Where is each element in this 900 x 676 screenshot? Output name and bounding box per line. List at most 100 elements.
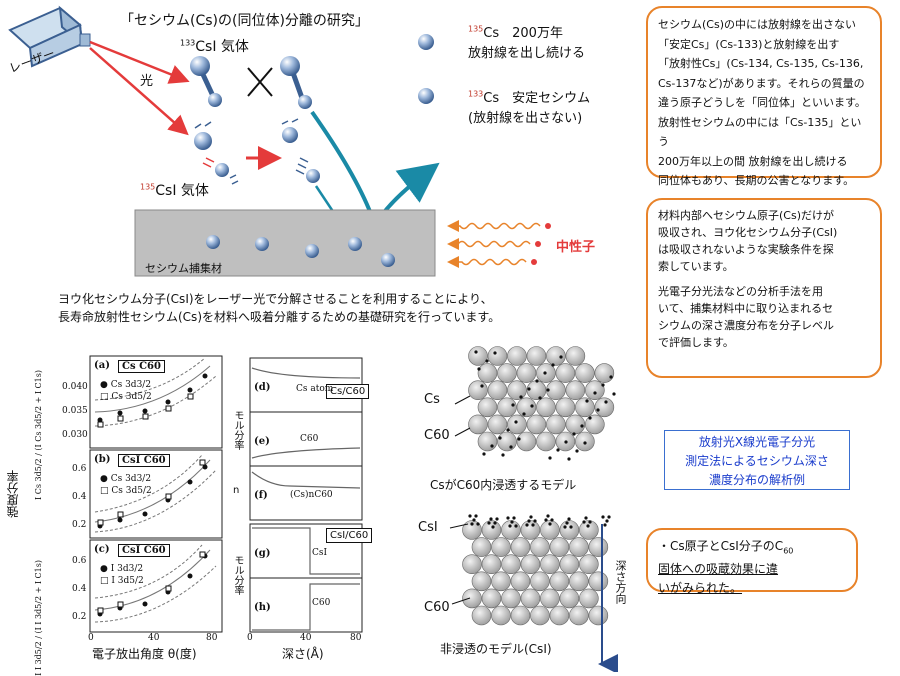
atom-dot: [477, 367, 481, 371]
panel-id: (a): [94, 360, 110, 371]
panel-id: (g): [254, 548, 271, 559]
c60-molecule: [477, 363, 498, 383]
panel-title: CsI C60: [118, 454, 170, 467]
c60-molecule: [507, 380, 527, 401]
callout-line: で評価します。: [658, 336, 734, 349]
callout-line: 200万年以上の間 放射線を出し続ける: [658, 154, 848, 168]
panel-title: Cs C60: [118, 360, 165, 373]
c60-molecule: [579, 554, 599, 575]
ytick-b-1: 0.4: [72, 492, 87, 502]
callout-line: 放射光X線光電子分光: [698, 435, 816, 449]
model-top-caption: CsがC60内浸透するモデル: [430, 478, 577, 492]
atom-dot: [501, 453, 505, 457]
c60-molecule: [526, 346, 547, 366]
left-plot-curves: [94, 357, 217, 623]
atom-dot: [564, 440, 568, 444]
atom-dot: [468, 514, 472, 518]
atom-dot: [565, 521, 569, 525]
atom-dot: [586, 524, 590, 528]
c60-molecule: [501, 520, 521, 540]
c60-molecule: [520, 554, 541, 575]
atom-dot: [485, 359, 489, 363]
csi-molecule-133: [190, 56, 222, 107]
model-csi-label: CsI: [418, 520, 438, 535]
c60-molecule: [588, 605, 609, 626]
atom-dot: [563, 525, 567, 529]
atom-dot: [612, 392, 616, 396]
c60-molecule: [520, 588, 541, 609]
atom-dot: [569, 525, 573, 529]
c60-molecule: [536, 397, 556, 418]
c60-molecule: [546, 414, 566, 435]
atom-dot: [533, 519, 537, 523]
cs133-desc: (放射線を出さない): [468, 111, 583, 126]
atom-dot: [538, 396, 542, 400]
atom-dot: [601, 515, 605, 519]
middle-box-cs: Cs/C60: [326, 384, 370, 399]
ytick-c-0: 0.6: [72, 556, 87, 566]
atom-dot: [567, 457, 571, 461]
c60-molecule: [530, 571, 550, 592]
atom-dot: [544, 518, 548, 522]
analysis-note-box: 放射光X線光電子分光測定法によるセシウム深さ濃度分布の解析例: [664, 430, 850, 490]
atom-dot: [596, 408, 600, 412]
atom-dot: [525, 523, 529, 527]
atom-dot: [482, 452, 486, 456]
c60-molecule: [471, 537, 492, 557]
panel-id: (c): [94, 544, 110, 555]
cs-ion-fragments: [281, 118, 320, 183]
atom-dot: [603, 523, 607, 527]
c60-molecule: [516, 363, 537, 383]
c60-molecule: [477, 431, 498, 452]
c60-molecule: [549, 605, 570, 626]
description-line-1: ヨウ化セシウム分子(CsI)をレーザー光で分解させることを利用することにより、: [58, 292, 493, 306]
callout-line: は吸収されないような実験条件を探: [658, 243, 834, 256]
c60-molecule: [569, 537, 589, 557]
middle-xlabel: 深さ(Å): [282, 647, 324, 661]
c60-molecule: [497, 363, 517, 383]
atom-dot: [487, 521, 491, 525]
xtick-mid-1: 40: [300, 633, 312, 643]
captured-atoms: [206, 235, 395, 267]
panel-id: (f): [254, 490, 268, 501]
callout-line: 「放射性Cs」(Cs-134, Cs-135, Cs-136,: [658, 57, 864, 70]
atom-dot: [506, 428, 510, 432]
cs135-atom-icon: [418, 34, 434, 50]
c60-molecule: [594, 363, 615, 383]
atom-dot: [514, 524, 518, 528]
diagram-title: 「セシウム(Cs)の(同位体)分離の研究」: [120, 13, 369, 29]
c60-molecule: [471, 571, 492, 592]
c60-molecule: [579, 520, 599, 540]
c60-molecule: [549, 537, 570, 557]
c60-molecule: [481, 554, 502, 575]
c60-molecule: [481, 588, 502, 609]
atom-dot: [585, 399, 589, 403]
left-ylabel-outer: 強度分率: [6, 470, 20, 518]
c60-molecule: [540, 520, 560, 540]
atom-dot: [472, 518, 476, 522]
callout-isotopes: セシウム(Cs)の中には放射線を出さない「安定Cs」(Cs-133)と放射線を出…: [646, 6, 882, 187]
atom-dot: [490, 444, 494, 448]
middle-plot-curves: [251, 367, 361, 631]
atom-dot: [474, 514, 478, 518]
panel-legend-entry: □ Cs 3d5/2: [100, 486, 152, 496]
middle-box-csi: CsI/C60: [326, 528, 373, 543]
atom-dot: [543, 371, 547, 375]
csi-gas-133-label: 133CsI 気体: [180, 38, 249, 55]
c60-molecule: [487, 380, 508, 401]
xtick-left-2: 80: [206, 633, 218, 643]
atom-dot: [588, 416, 592, 420]
atom-dot: [512, 516, 516, 520]
callout-line: 放射性セシウムの中には「Cs-135」という: [658, 115, 862, 149]
neutron-waves: [447, 220, 541, 268]
atom-dot: [580, 424, 584, 428]
atom-dot: [508, 524, 512, 528]
panel-series-label: (Cs)nC60: [290, 490, 333, 500]
c60-molecule: [555, 363, 576, 383]
atom-dot: [489, 517, 493, 521]
atom-dot: [588, 520, 592, 524]
panel-series-label: Cs atom: [296, 384, 334, 394]
panel-title: CsI C60: [118, 544, 170, 557]
c60-molecule: [579, 588, 599, 609]
